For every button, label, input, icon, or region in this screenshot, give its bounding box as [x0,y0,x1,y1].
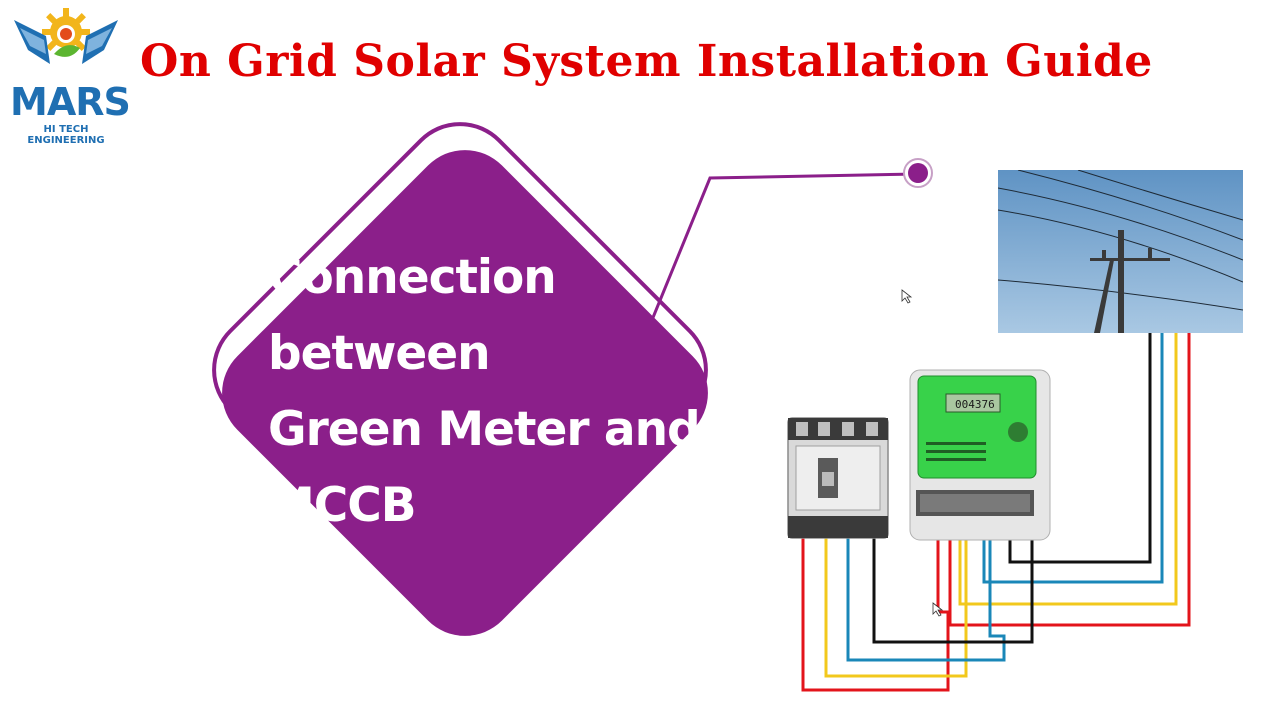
heading-shape [222,150,708,636]
mars-logo: MARS HI TECH ENGINEERING [10,6,131,146]
logo-name: MARS [10,80,131,124]
power-line-photo [998,170,1243,333]
wire-red-grid [948,290,1191,627]
heading-line-2: between [268,326,491,381]
page-title: On Grid Solar System Installation Guide [140,36,1153,87]
mouse-cursor-icon [932,602,944,617]
heading-line-3: Green Meter and [268,402,701,457]
gear-globe-icon [14,8,118,64]
connector-line [650,172,919,321]
green-meter [909,369,1051,541]
heading-line-1: Connection [268,250,557,305]
wire-group [801,226,1191,692]
logo-tagline: HI TECH ENGINEERING [27,124,105,146]
diagram-heading: Connection between Green Meter and MCCB [268,240,748,544]
wire-blue-grid [982,226,1164,584]
mouse-cursor-icon [901,289,913,304]
wire-yellow-grid [958,258,1178,606]
wire-blue-mccb [846,512,1006,662]
wire-yellow-mccb [824,512,968,678]
heading-line-4: MCCB [268,478,417,533]
wire-red-mccb [801,512,950,692]
mccb-breaker [787,417,889,539]
meter-display: 004376 [955,398,995,411]
connector-pin [908,163,928,183]
wire-black-mccb [872,512,1034,644]
